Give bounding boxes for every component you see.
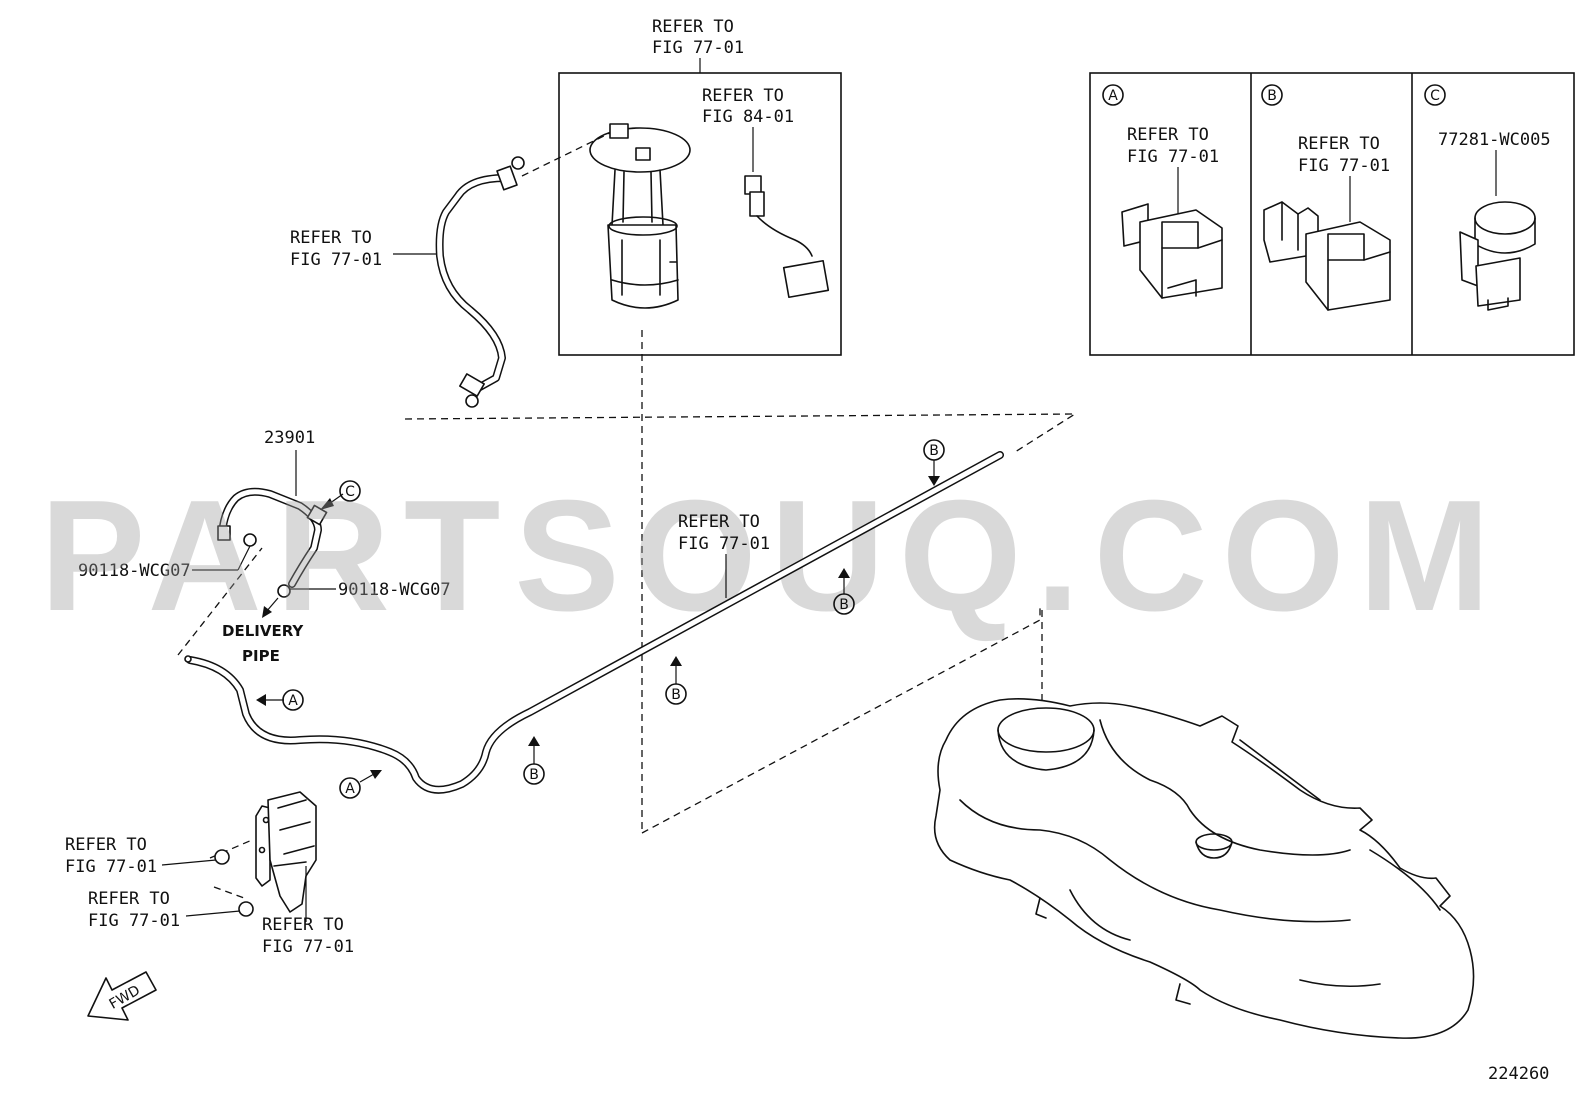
detail-b-refer-line1: REFER TO bbox=[1298, 134, 1380, 154]
refer-bolt1-line1: REFER TO bbox=[65, 835, 147, 855]
detail-c-part-number: 77281-WC005 bbox=[1438, 130, 1551, 150]
callout-b-2: B bbox=[671, 687, 681, 703]
phantom-lines bbox=[177, 330, 1078, 899]
clamp-b-drawing bbox=[1263, 201, 1391, 311]
refer-tube-line1: REFER TO bbox=[290, 228, 372, 248]
detail-b-letter: B bbox=[1267, 88, 1277, 104]
fuel-sender-gauge-drawing bbox=[744, 175, 830, 299]
fuel-tank-drawing bbox=[933, 698, 1475, 1039]
refer-bolt2-line2: FIG 77-01 bbox=[88, 911, 180, 931]
fuel-hose-upper: REFER TO FIG 77-01 bbox=[290, 132, 611, 408]
diagram-number: 224260 bbox=[1488, 1064, 1549, 1084]
fuel-pump-assembly-box: REFER TO FIG 77-01 REFER TO FIG 84-01 bbox=[558, 17, 842, 356]
clamp-detail-panel: A REFER TO FIG 77-01 B REFER TO FIG 77-0… bbox=[1089, 72, 1575, 356]
refer-mid-line2: FIG 77-01 bbox=[678, 534, 770, 554]
gasket-left-part-number: 90118-WCG07 bbox=[78, 561, 191, 581]
refer-sender-line1: REFER TO bbox=[702, 86, 784, 106]
callout-a-upper: A bbox=[288, 693, 298, 709]
fuel-tube-main: REFER TO FIG 77-01 A A B B B B bbox=[184, 439, 1004, 799]
refer-mid-line1: REFER TO bbox=[678, 512, 760, 532]
refer-top-line2: FIG 77-01 bbox=[652, 38, 744, 58]
watermark: PARTSOUQ.COM bbox=[40, 468, 1504, 644]
refer-bolt2-line1: REFER TO bbox=[88, 889, 170, 909]
detail-a-letter: A bbox=[1108, 88, 1118, 104]
protector-assembly: REFER TO FIG 77-01 REFER TO FIG 77-01 RE… bbox=[65, 791, 354, 957]
detail-c-letter: C bbox=[1430, 88, 1440, 104]
delivery-pipe-line2: PIPE bbox=[242, 647, 280, 665]
detail-a-refer-line2: FIG 77-01 bbox=[1127, 147, 1219, 167]
clamp-a-drawing bbox=[1121, 203, 1223, 299]
refer-protector-line2: FIG 77-01 bbox=[262, 937, 354, 957]
delivery-pipe-line1: DELIVERY bbox=[222, 622, 304, 640]
callout-b-1: B bbox=[529, 767, 539, 783]
part-number-23901: 23901 bbox=[264, 428, 315, 448]
gasket-right-part-number: 90118-WCG07 bbox=[338, 580, 451, 600]
forward-direction-arrow: FWD bbox=[87, 971, 157, 1021]
refer-tube-line2: FIG 77-01 bbox=[290, 250, 382, 270]
hose-23901-assembly: 23901 C 90118-WCG07 90118-WCG07 DELIVERY… bbox=[78, 428, 451, 665]
refer-top-line1: REFER TO bbox=[652, 17, 734, 37]
fuel-pump-drawing bbox=[589, 123, 691, 309]
callout-b-4: B bbox=[929, 443, 939, 459]
detail-b-refer-line2: FIG 77-01 bbox=[1298, 156, 1390, 176]
callout-c: C bbox=[345, 484, 355, 500]
refer-protector-line1: REFER TO bbox=[262, 915, 344, 935]
callout-a-lower: A bbox=[345, 781, 355, 797]
clamp-c-drawing bbox=[1459, 201, 1536, 311]
refer-bolt1-line2: FIG 77-01 bbox=[65, 857, 157, 877]
refer-sender-line2: FIG 84-01 bbox=[702, 107, 794, 127]
callout-b-3: B bbox=[839, 597, 849, 613]
detail-a-refer-line1: REFER TO bbox=[1127, 125, 1209, 145]
